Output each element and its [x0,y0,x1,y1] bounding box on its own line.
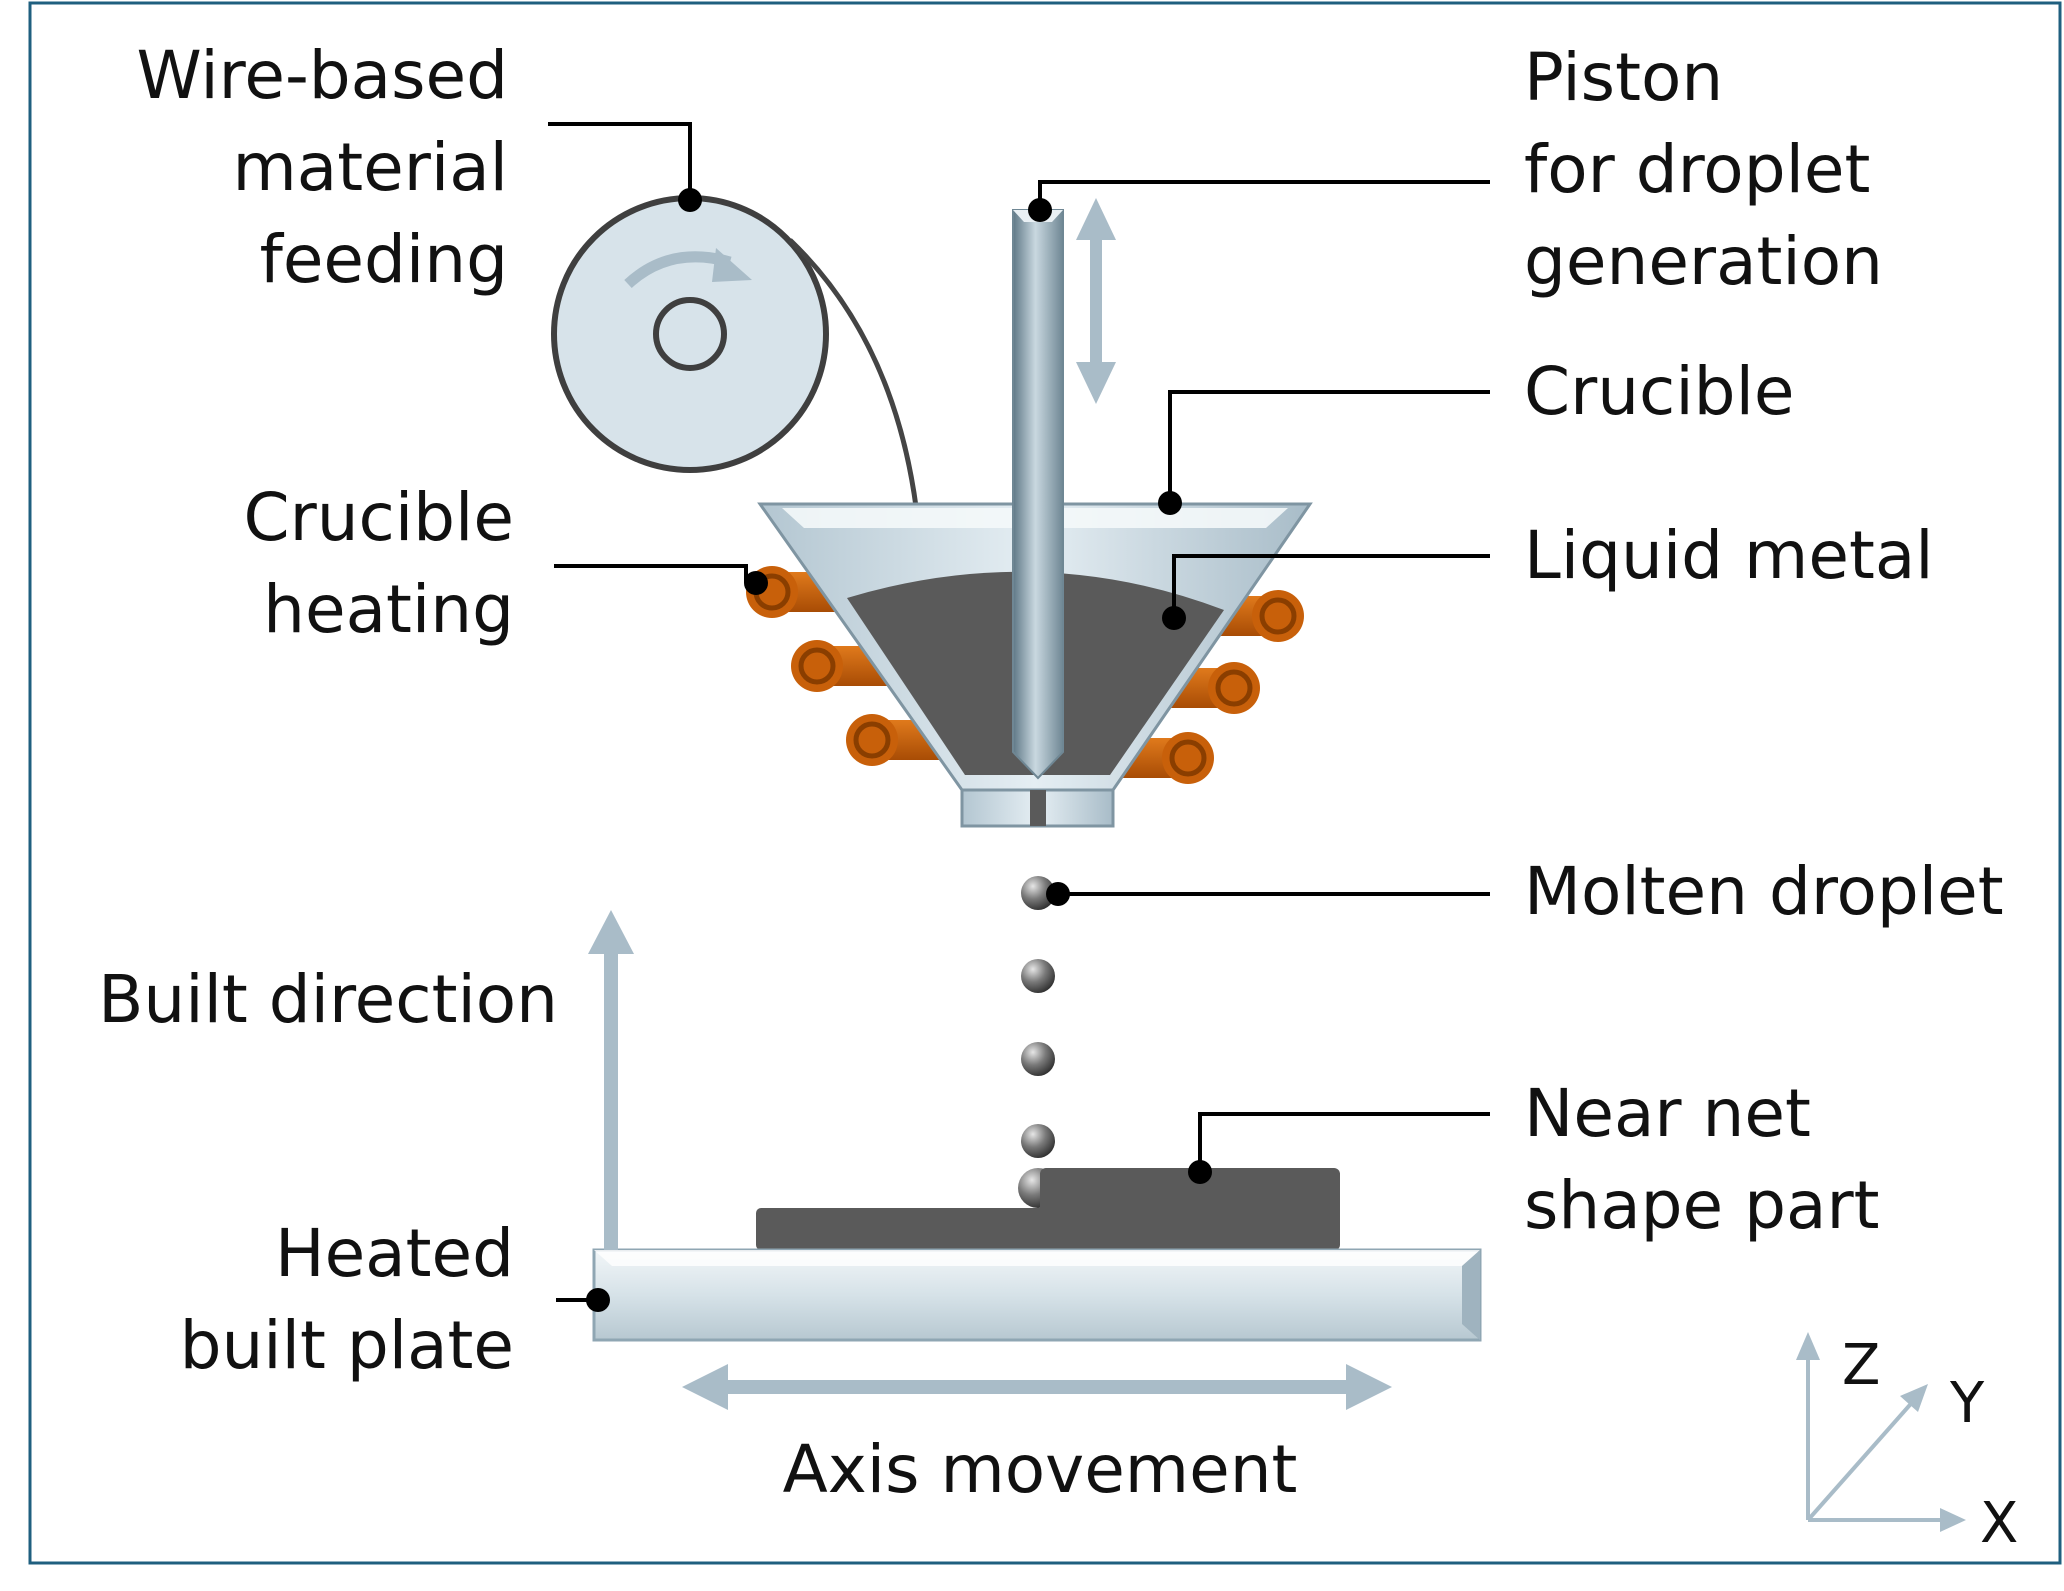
leader-crucible [1168,390,1490,503]
spool-hub [653,297,727,371]
axis-y-label: Y [1949,1371,1985,1436]
label-wire-feeding-3: feeding [260,221,508,298]
leader-wire-feeding [548,122,692,200]
label-heated-plate-1: Heated [275,1215,514,1292]
label-axis-movement: Axis movement [783,1431,1298,1508]
piston-movement-arrow-icon [1076,198,1116,404]
label-wire-feeding-1: Wire-based [137,37,508,114]
label-piston-3: generation [1524,223,1883,300]
label-built-direction: Built direction [98,961,558,1038]
label-heated-plate-2: built plate [180,1307,514,1384]
right-labels: Piston for droplet generation Crucible L… [1524,39,2004,1244]
label-near-net-2: shape part [1524,1167,1880,1244]
axis-x-label: X [1980,1491,2018,1556]
built-direction-arrow-icon [588,910,634,1250]
piston [1012,209,1064,780]
droplet [1021,1124,1055,1158]
label-molten-droplet: Molten droplet [1524,853,2004,930]
label-wire-feeding-2: material [233,129,508,206]
leader-liquid-metal [1172,554,1490,618]
label-crucible-heating-2: heating [263,571,514,648]
axis-z-label: Z [1842,1333,1880,1398]
droplet [1021,876,1055,910]
label-liquid-metal: Liquid metal [1524,517,1934,594]
label-near-net-1: Near net [1524,1075,1811,1152]
droplet [1021,1042,1055,1076]
leader-near-net [1198,1112,1490,1170]
heated-built-plate [592,1248,1482,1342]
droplet [1021,959,1055,993]
label-crucible: Crucible [1524,353,1795,430]
label-crucible-heating-1: Crucible [243,479,514,556]
axis-movement-arrow-icon [682,1364,1392,1410]
label-piston-1: Piston [1524,39,1723,116]
label-piston-2: for droplet [1524,131,1870,208]
near-net-shape-part [756,1168,1340,1250]
coordinate-axes: Z Y X [1796,1332,2018,1556]
leader-lines [548,122,1490,1312]
left-labels: Wire-based material feeding Crucible hea… [98,37,558,1384]
